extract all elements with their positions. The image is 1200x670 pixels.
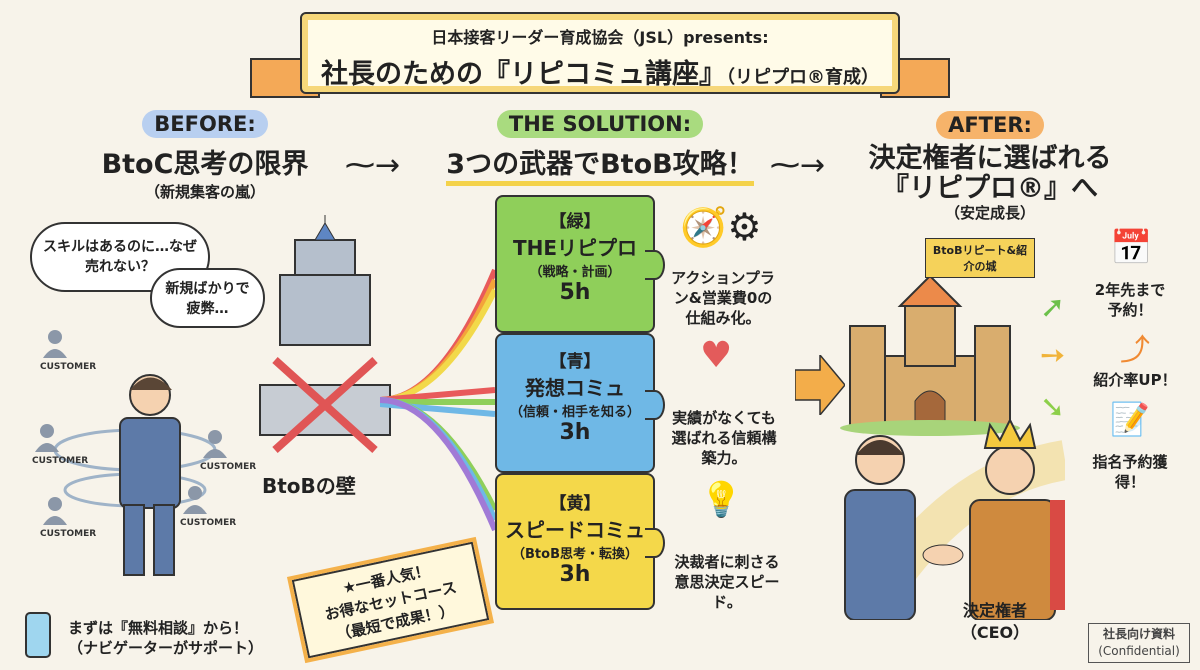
- document-pen-icon: 📝: [1110, 400, 1150, 438]
- piece-name: 発想コミュ: [525, 376, 625, 400]
- wavy-arrow-icon: ⁓→: [345, 148, 401, 183]
- piece-desc: アクションプラン&営業費0の仕組み化。: [671, 269, 775, 327]
- customer-label: CUSTOMER: [40, 529, 97, 539]
- after-header: AFTER: 決定権者に選ばれる 『リピプロ®』へ （安定成長）: [840, 110, 1140, 222]
- piece-color-tag: 【青】: [549, 352, 601, 372]
- before-label: BEFORE:: [142, 110, 268, 138]
- puzzle-piece-yellow: 【黄】 スピードコミュ （BtoB思考・転換） 3h: [495, 473, 655, 610]
- after-label: AFTER:: [936, 111, 1044, 139]
- customer-label: CUSTOMER: [180, 518, 237, 528]
- castle-flag: BtoBリピート&紹介の城: [925, 238, 1035, 278]
- consult-text: まずは『無料相談』から！ （ナビゲーターがサポート）: [68, 618, 263, 658]
- result-text: 指名予約獲得！: [1092, 453, 1168, 491]
- piece-color-tag: 【黄】: [549, 494, 601, 514]
- after-title: 決定権者に選ばれる: [868, 143, 1112, 174]
- ceo-title: 決定権者: [962, 601, 1027, 620]
- stressed-businessman-illustration: [53, 374, 217, 576]
- customer-figure: CUSTOMER: [200, 428, 256, 472]
- puzzle-piece-blue: 【青】 発想コミュ （信頼・相手を知る） 3h: [495, 333, 655, 473]
- result-text: 2年先まで予約！: [1094, 281, 1166, 319]
- after-title-2: 『リピプロ®』へ: [882, 173, 1098, 204]
- right-arrow-icon: [795, 355, 845, 415]
- growth-arrow-icon: ➚: [1040, 290, 1066, 325]
- customer-label: CUSTOMER: [200, 462, 257, 472]
- customer-label: CUSTOMER: [40, 362, 97, 372]
- piece-desc: 実績がなくても選ばれる信頼構築力。: [671, 409, 777, 467]
- before-header: BEFORE: BtoC思考の限界 （新規集客の嵐）: [60, 110, 350, 202]
- thought-bubble: 新規ばかりで疲弊…: [150, 268, 265, 328]
- title-banner: 日本接客リーダー育成協会（JSL）presents: 社長のための『リピコミュ講…: [300, 12, 900, 94]
- before-subtitle: （新規集客の嵐）: [144, 183, 265, 201]
- growth-arrow-icon: ➘: [1040, 390, 1066, 425]
- smartphone-icon: [25, 612, 51, 658]
- puzzle-piece-green: 【緑】 THEリピプロ （戦略・計画） 5h: [495, 195, 655, 333]
- set-course-tag: ★一番人気！ お得なセットコース （最短で成果！）: [287, 535, 494, 665]
- ceo-label: 決定権者 （CEO）: [950, 600, 1040, 644]
- customer-figure: CUSTOMER: [32, 422, 88, 466]
- confidential-label: 社長向け資料: [1102, 627, 1175, 641]
- consult-line: （ナビゲーターがサポート）: [68, 639, 264, 657]
- piece-hours: 3h: [559, 562, 591, 587]
- puzzle-knob: [645, 250, 665, 280]
- handshake-with-ceo-illustration: [844, 420, 1065, 620]
- piece-name: スピードコミュ: [505, 518, 645, 542]
- consult-line: まずは『無料相談』から！: [68, 619, 249, 637]
- customer-label: CUSTOMER: [32, 456, 89, 466]
- piece-name: THEリピプロ: [512, 236, 638, 260]
- btob-wall-label: BtoBの壁: [262, 474, 356, 498]
- customer-figure: CUSTOMER: [40, 328, 96, 372]
- puzzle-knob: [645, 528, 665, 558]
- up-arrow-icon: ⤴: [1120, 333, 1150, 368]
- puzzle-knob: [645, 390, 665, 420]
- solution-title: 3つの武器でBtoB攻略！: [446, 142, 754, 186]
- ceo-subtitle: （CEO）: [960, 623, 1030, 642]
- customer-figure: CUSTOMER: [40, 495, 96, 539]
- confidential-sub: (Confidential): [1098, 644, 1180, 658]
- before-title: BtoC思考の限界: [101, 149, 309, 180]
- page-title-suffix: （リピプロ®育成）: [726, 67, 879, 88]
- gray-castle-wall-illustration: [259, 215, 391, 453]
- rainbow-connector-illustration: [380, 268, 498, 532]
- solution-label: THE SOLUTION:: [496, 110, 704, 138]
- calendar-icon: 📅: [1110, 228, 1153, 268]
- after-subtitle: （安定成長）: [944, 204, 1035, 222]
- piece-hours: 5h: [559, 280, 591, 305]
- piece-detail: （信頼・相手を知る）: [509, 405, 640, 420]
- piece-color-tag: 【緑】: [549, 212, 601, 232]
- customer-figure: CUSTOMER: [180, 484, 236, 528]
- presenter-text: 日本接客リーダー育成協会（JSL）presents:: [431, 28, 769, 47]
- page-title: 社長のための『リピコミュ講座』: [321, 59, 726, 90]
- growth-arrow-icon: ➙: [1040, 338, 1066, 373]
- piece-hours: 3h: [559, 420, 591, 445]
- piece-detail: （BtoB思考・転換）: [512, 547, 638, 562]
- lightbulb-clock-icon: 💡: [700, 480, 743, 520]
- wavy-arrow-icon: ⁓→: [770, 148, 826, 183]
- compass-gear-icon: 🧭⚙: [680, 205, 762, 249]
- solution-header: THE SOLUTION: 3つの武器でBtoB攻略！: [430, 110, 770, 186]
- piece-desc: 決裁者に刺さる意思決定スピード。: [674, 553, 780, 611]
- result-text: 紹介率UP！: [1093, 371, 1177, 389]
- handshake-heart-icon: ♥: [700, 335, 733, 376]
- tan-castle-illustration: [840, 274, 1020, 436]
- confidential-stamp: 社長向け資料 (Confidential): [1088, 623, 1190, 663]
- piece-detail: （戦略・計画）: [529, 265, 621, 280]
